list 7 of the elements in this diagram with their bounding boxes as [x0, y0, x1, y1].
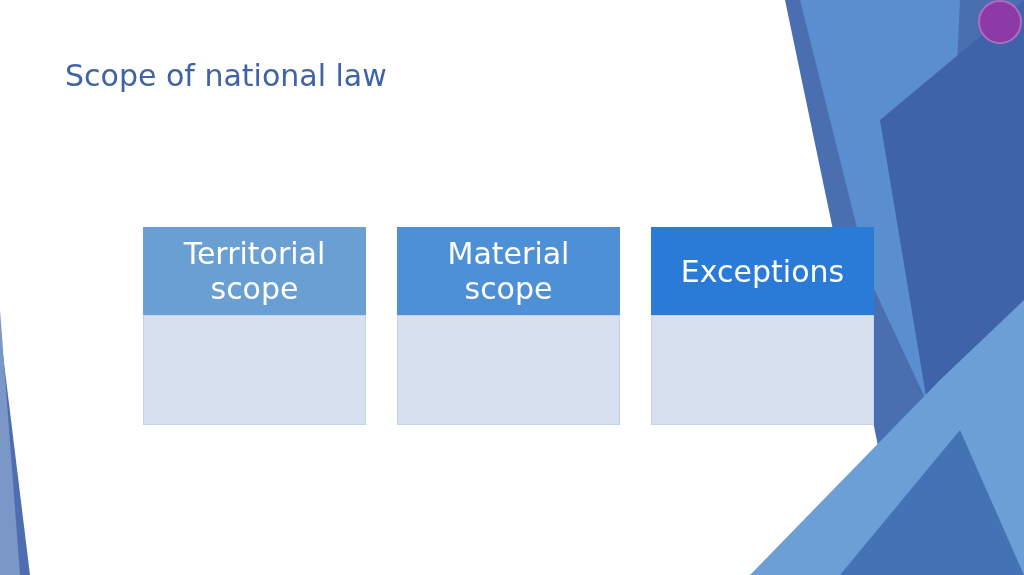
content-box — [397, 315, 620, 425]
header-box: Territorial scope — [143, 227, 366, 315]
content-box — [651, 315, 874, 425]
slide-title: Scope of national law — [65, 58, 387, 93]
header-box: Material scope — [397, 227, 620, 315]
header-box: Exceptions — [651, 227, 874, 315]
content-box — [143, 315, 366, 425]
